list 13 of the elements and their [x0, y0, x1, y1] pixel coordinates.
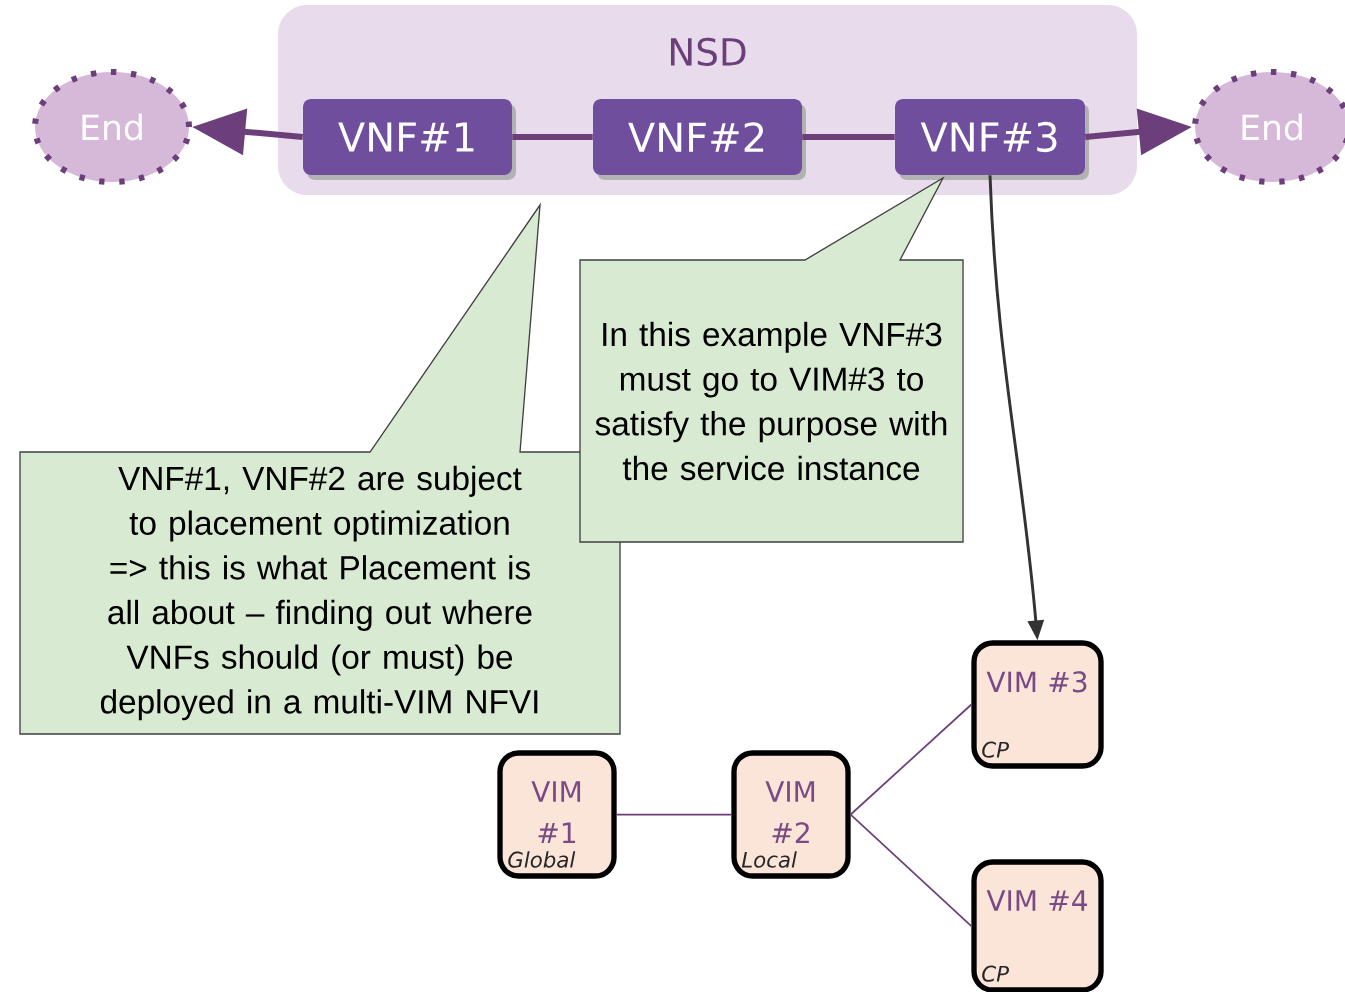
box-label: Local — [741, 851, 797, 868]
callout-box: In this example VNF#3 must go to VIM#3 to satisfy the purpose with the service instance — [579, 176, 964, 543]
process-box: VNF#3 — [895, 99, 1089, 180]
connector-line — [512, 134, 593, 140]
box-label: CP — [982, 741, 1009, 758]
process-box: VNF#1 — [303, 99, 516, 180]
box-label: Global — [508, 851, 576, 868]
process-box: VNF#2 — [593, 99, 806, 180]
connector-line — [802, 134, 895, 140]
connector-line — [849, 813, 973, 927]
connector-line — [615, 813, 733, 816]
box-label: CP — [982, 965, 1009, 982]
connector-line — [849, 703, 973, 816]
